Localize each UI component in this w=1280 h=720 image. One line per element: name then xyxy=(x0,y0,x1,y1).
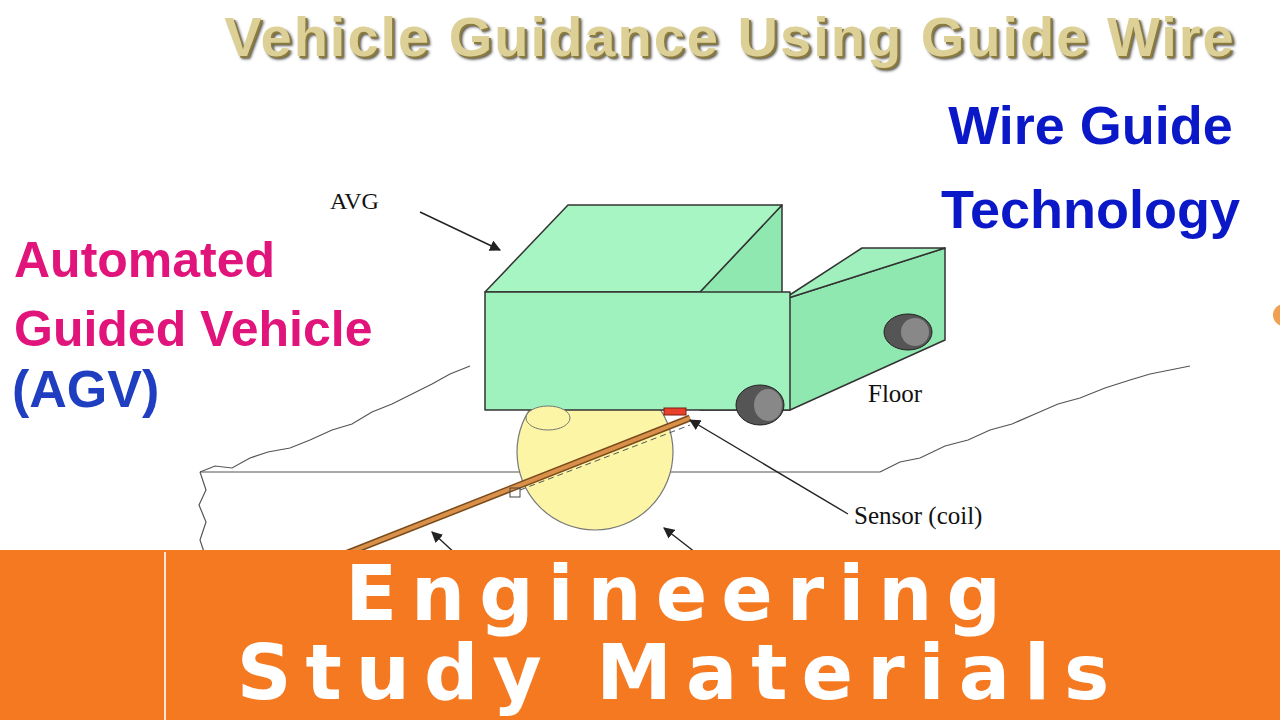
band-divider xyxy=(164,552,166,720)
guide-wire xyxy=(340,418,690,556)
band-text: Engineering Study Materials xyxy=(180,554,1180,712)
technology-name: Wire Guide Technology xyxy=(918,84,1263,251)
title-text: Vehicle Guidance Using Guide Wire xyxy=(200,6,1260,68)
vehicle-abbrev: (AGV) xyxy=(12,358,159,420)
vehicle-name: Automated Guided Vehicle xyxy=(14,226,414,364)
agv-body xyxy=(485,205,945,410)
part-label: AVG xyxy=(330,188,379,214)
sensor-coil xyxy=(664,408,686,415)
part-label: Sensor (coil) xyxy=(854,502,982,530)
part-label: Floor xyxy=(868,380,922,408)
leader-line xyxy=(420,212,848,556)
title-band: Engineering Study Materials xyxy=(0,550,1280,720)
wheel xyxy=(526,314,932,430)
edge-dot xyxy=(1273,304,1280,326)
